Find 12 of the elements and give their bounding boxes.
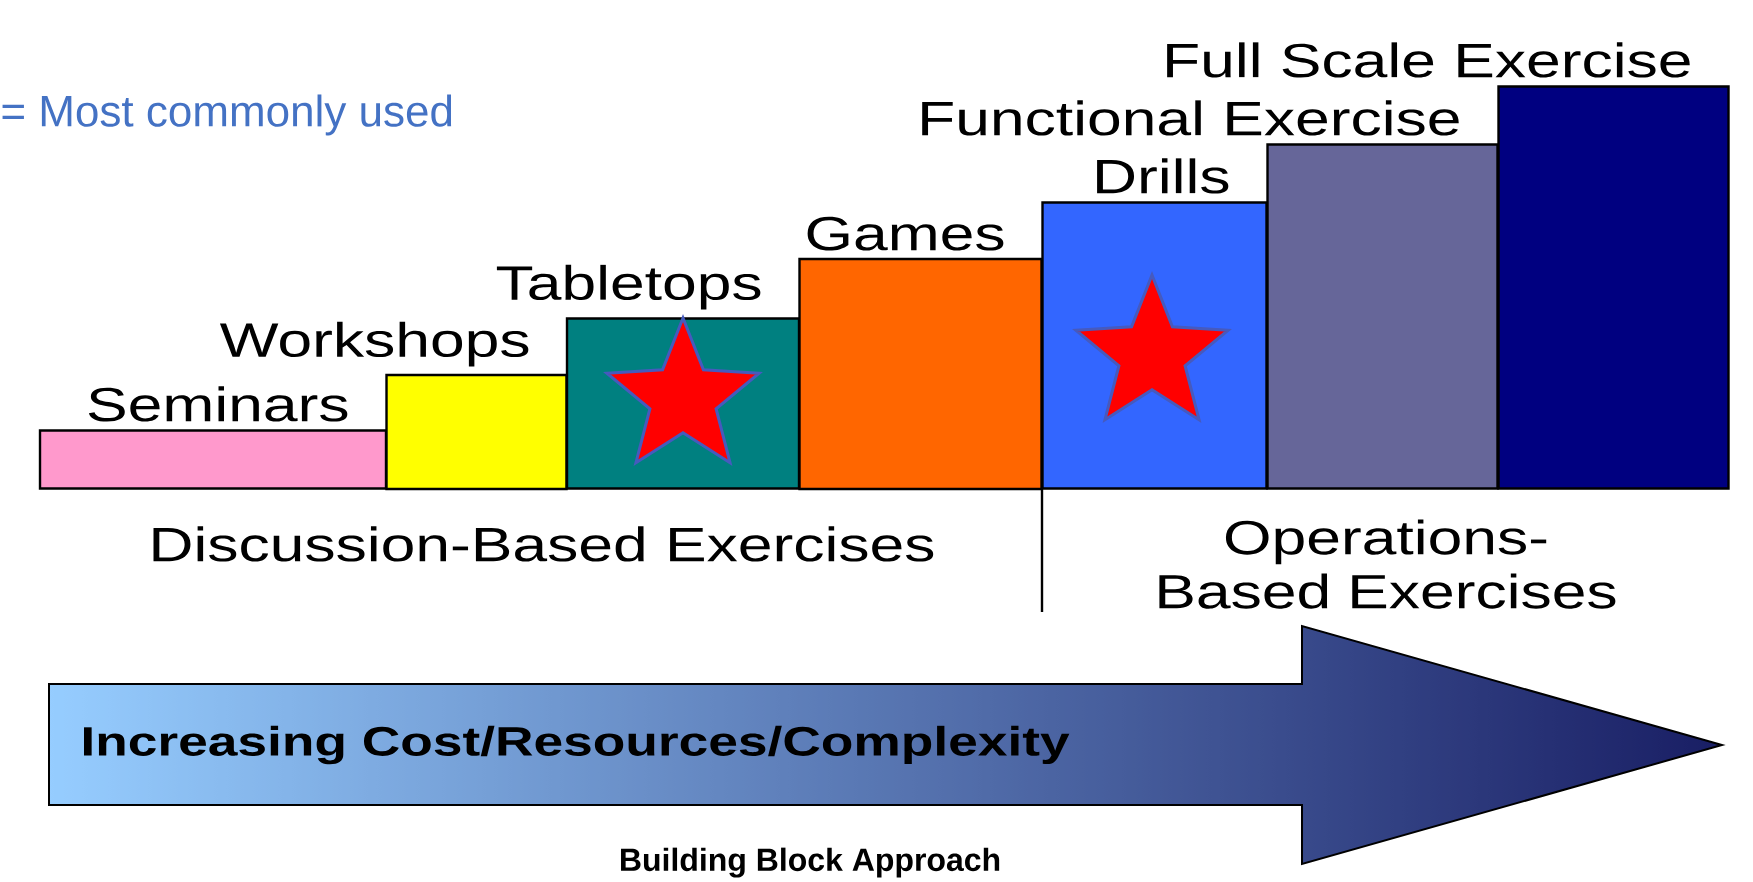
bar-heading: Drills — [1097, 158, 1229, 194]
arrow-text: Increasing Cost/Resources/Complexity — [84, 725, 1070, 765]
group-label: Operations-Based Exercises — [1159, 519, 1616, 609]
caption: Building Block Approach — [621, 847, 1000, 878]
bar-heading: Tabletops — [496, 264, 761, 310]
legend-text: = Most commonly used — [2, 94, 452, 136]
group-label: Discussion-Based Exercises — [153, 526, 934, 562]
bar-heading: Seminars — [88, 386, 348, 422]
bar-heading: Functional Exercise — [922, 100, 1459, 136]
bar-heading: Full Scale Exercise — [1167, 42, 1690, 78]
bar-heading: Games — [807, 216, 1004, 251]
bar-heading: Workshops — [219, 321, 529, 367]
